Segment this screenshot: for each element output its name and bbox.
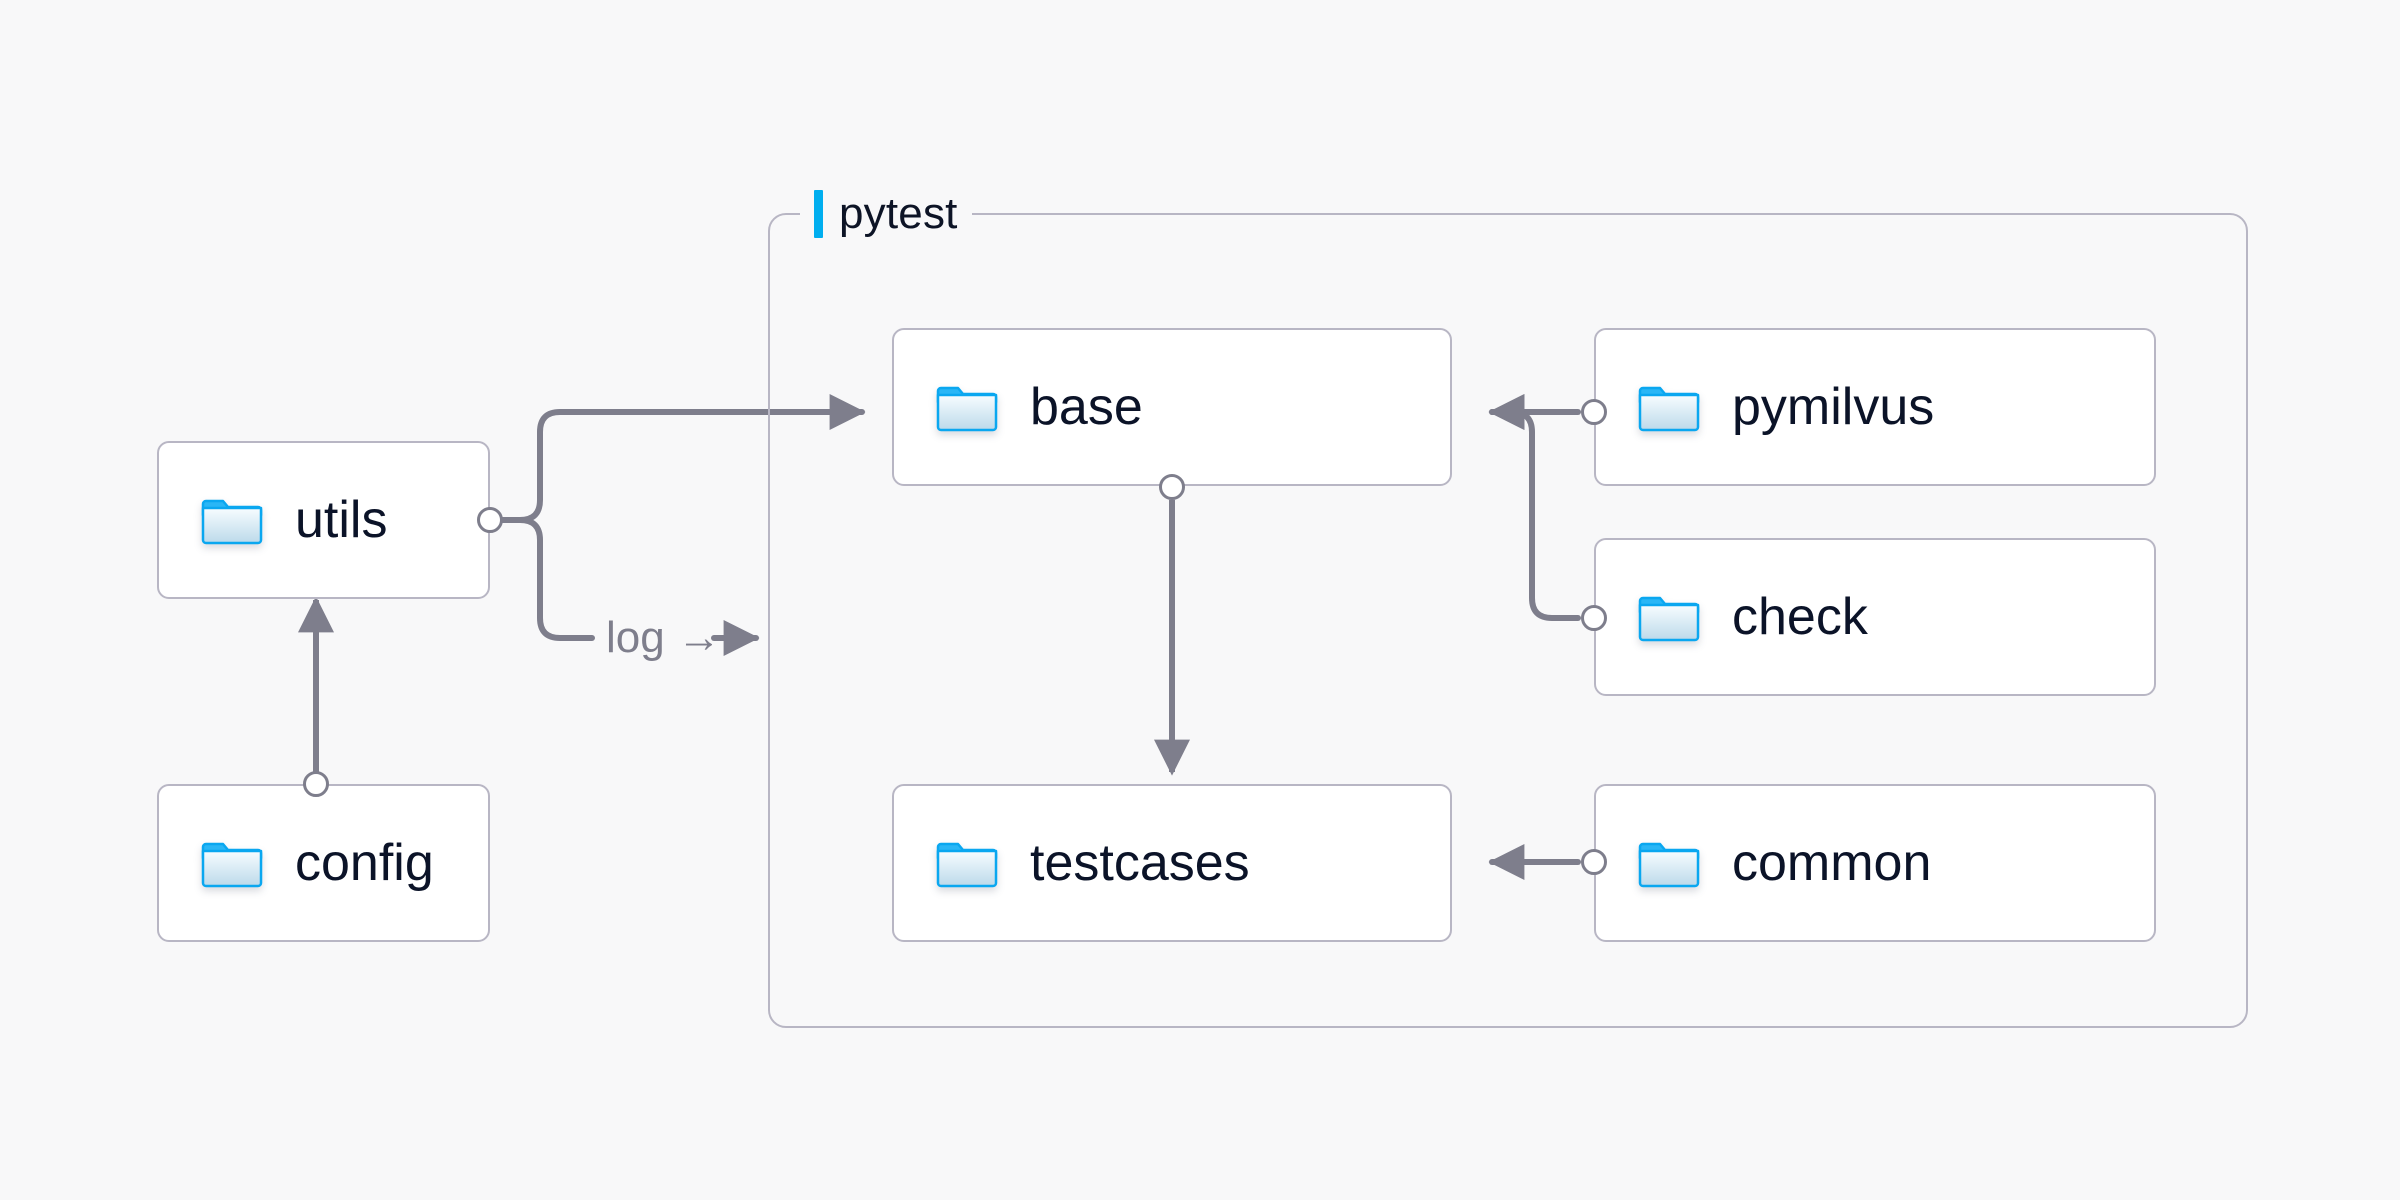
node-pymilvus[interactable]: pymilvus [1594, 328, 2156, 486]
node-testcases-label: testcases [1030, 834, 1250, 892]
node-check-label: check [1732, 588, 1868, 646]
node-pymilvus-label: pymilvus [1732, 378, 1935, 436]
node-testcases[interactable]: testcases [892, 784, 1452, 942]
edge-label-log-text: log → [606, 613, 721, 662]
node-common-label: common [1732, 834, 1932, 892]
group-pytest-label: pytest [800, 186, 972, 242]
port-common-left[interactable] [1581, 849, 1607, 875]
folder-icon [1638, 842, 1700, 888]
folder-icon [201, 499, 263, 545]
port-utils-right[interactable] [477, 507, 503, 533]
port-check-left[interactable] [1581, 605, 1607, 631]
node-utils[interactable]: utils [157, 441, 490, 599]
node-common[interactable]: common [1594, 784, 2156, 942]
accent-bar-icon [814, 190, 823, 238]
edge-label-log: log → [606, 616, 721, 660]
node-base[interactable]: base [892, 328, 1452, 486]
folder-icon [201, 842, 263, 888]
node-config-label: config [295, 834, 434, 892]
port-pymilvus-left[interactable] [1581, 399, 1607, 425]
node-check[interactable]: check [1594, 538, 2156, 696]
node-utils-label: utils [295, 491, 388, 549]
group-pytest[interactable] [768, 213, 2248, 1028]
port-config-top[interactable] [303, 771, 329, 797]
node-config[interactable]: config [157, 784, 490, 942]
folder-icon [936, 842, 998, 888]
group-pytest-title: pytest [839, 189, 958, 238]
node-base-label: base [1030, 378, 1143, 436]
edge-utils-to-log [487, 517, 595, 641]
port-base-bottom[interactable] [1159, 474, 1185, 500]
folder-icon [936, 386, 998, 432]
folder-icon [1638, 386, 1700, 432]
folder-icon [1638, 596, 1700, 642]
